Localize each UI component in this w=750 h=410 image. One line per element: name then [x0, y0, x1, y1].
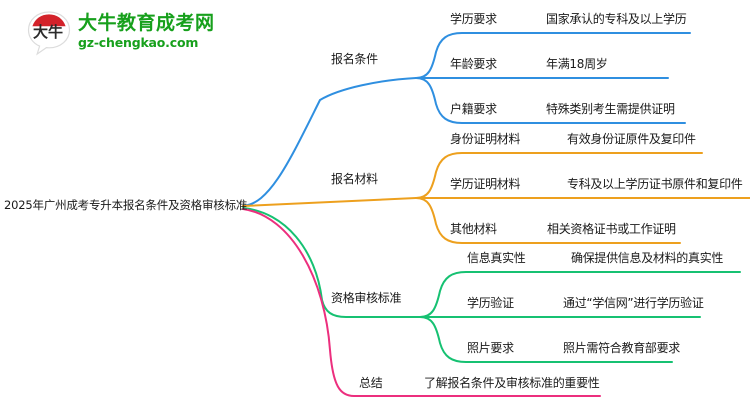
branch-0-child-1-label[interactable]: 年龄要求: [450, 57, 497, 71]
logo-brand-domain: gz-chengkao.com: [78, 35, 199, 50]
link-branch-1-child-2: [415, 197, 681, 244]
branch-0-child-2-label[interactable]: 户籍要求: [450, 102, 497, 116]
link-branch-2-child-2: [419, 316, 673, 363]
link-branch-0-child-2: [415, 77, 686, 124]
logo-brand-name: 大牛教育成考网: [78, 12, 215, 34]
site-logo: 大牛 大牛教育成考网 gz-chengkao.com: [26, 8, 214, 58]
branch-1-child-0-detail[interactable]: 有效身份证原件及复印件: [567, 132, 696, 146]
branch-2-child-1-label[interactable]: 学历验证: [467, 296, 514, 310]
link-root-to-branch-0: [242, 77, 417, 207]
svg-text:大牛: 大牛: [33, 23, 63, 41]
link-branch-1-child-0: [415, 152, 703, 199]
branch-2-child-1-detail[interactable]: 通过“学信网”进行学历验证: [563, 296, 704, 310]
link-branch-2-child-0: [419, 271, 741, 318]
branch-2-child-0-detail[interactable]: 确保提供信息及材料的真实性: [571, 251, 724, 265]
branch-1-child-1-label[interactable]: 学历证明材料: [450, 177, 521, 191]
branch-node-2[interactable]: 资格审核标准: [331, 291, 402, 305]
branch-2-child-2-detail[interactable]: 照片需符合教育部要求: [563, 341, 681, 355]
branch-0-child-2-detail[interactable]: 特殊类别考生需提供证明: [546, 102, 675, 116]
branch-node-1[interactable]: 报名材料: [331, 172, 378, 186]
branch-0-child-0-label[interactable]: 学历要求: [450, 12, 497, 26]
branch-2-child-2-label[interactable]: 照片要求: [467, 341, 514, 355]
branch-0-child-0-detail[interactable]: 国家承认的专科及以上学历: [546, 12, 687, 26]
branch-1-child-2-label[interactable]: 其他材料: [450, 222, 497, 236]
branch-node-0[interactable]: 报名条件: [331, 52, 378, 66]
branch-1-child-0-label[interactable]: 身份证明材料: [450, 132, 521, 146]
link-branch-0-child-0: [415, 32, 691, 79]
branch-1-child-2-detail[interactable]: 相关资格证书或工作证明: [547, 222, 676, 236]
branch-1-child-1-detail[interactable]: 专科及以上学历证书原件和复印件: [567, 177, 743, 191]
logo-mark-icon: 大牛: [27, 11, 71, 56]
mindmap-root-node[interactable]: 2025年广州成考专升本报名条件及资格审核标准: [4, 198, 248, 212]
branch-2-child-0-label[interactable]: 信息真实性: [467, 251, 526, 265]
branch-0-child-1-detail[interactable]: 年满18周岁: [546, 57, 608, 71]
branch-node-3[interactable]: 总结: [359, 376, 383, 390]
link-root-to-branch-3: [242, 208, 601, 397]
branch-3-child-0-label[interactable]: 了解报名条件及审核标准的重要性: [424, 376, 600, 390]
link-root-to-branch-1: [242, 197, 417, 207]
